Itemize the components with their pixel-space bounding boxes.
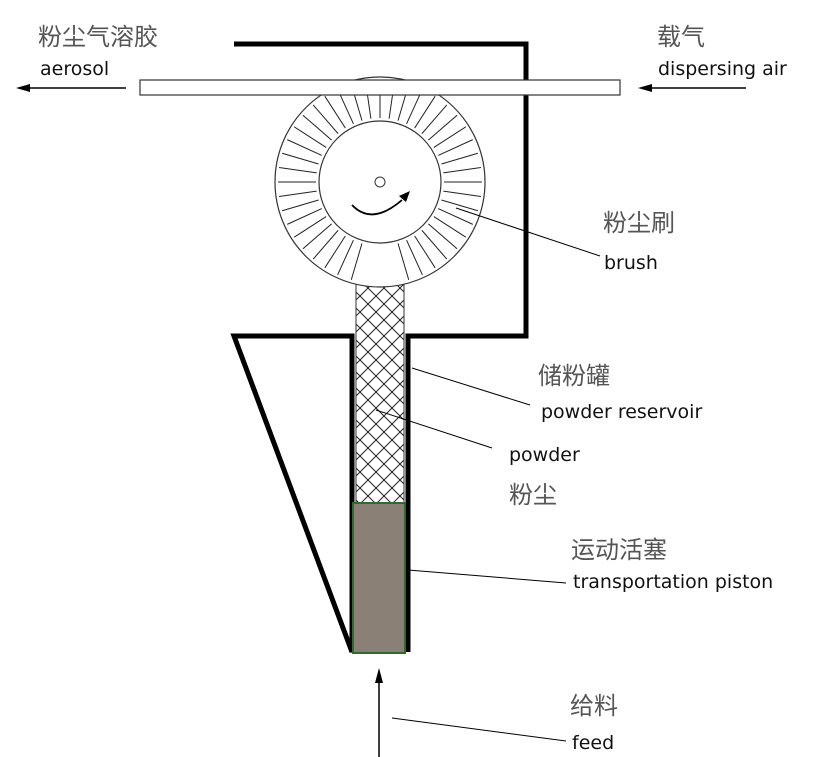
piston-label-cn: 运动活塞 bbox=[571, 536, 667, 564]
bristle bbox=[397, 243, 410, 281]
bristle bbox=[433, 216, 467, 238]
bristle bbox=[324, 95, 346, 129]
bristle bbox=[443, 166, 482, 174]
reservoir-label-en: powder reservoir bbox=[541, 401, 703, 423]
bristle bbox=[281, 199, 319, 212]
rotation-arrowhead-icon bbox=[399, 191, 410, 202]
bristle bbox=[443, 190, 482, 198]
bristle bbox=[406, 240, 423, 275]
air-duct bbox=[139, 79, 621, 96]
bristle bbox=[293, 126, 327, 148]
powder-label-cn: 粉尘 bbox=[509, 481, 557, 509]
powder-column bbox=[355, 283, 405, 504]
dispersing-air-label-en: dispersing air bbox=[658, 58, 787, 80]
brush-axle bbox=[374, 176, 386, 188]
bristle bbox=[428, 223, 458, 250]
feed-leader-line bbox=[391, 717, 567, 742]
dispersing-air-label-cn: 载气 bbox=[657, 23, 705, 51]
powder-label-en: powder bbox=[509, 444, 580, 466]
bristle bbox=[421, 104, 448, 134]
bristle bbox=[438, 139, 473, 156]
bristle bbox=[312, 104, 339, 134]
bristle bbox=[278, 190, 317, 198]
feed-label-en: feed bbox=[572, 732, 615, 754]
powder-leader-line bbox=[375, 409, 493, 449]
aerosol-arrowhead-icon bbox=[16, 84, 30, 92]
aerosol-label-en: aerosol bbox=[40, 58, 110, 80]
piston-leader-line bbox=[407, 569, 567, 584]
feed-label-cn: 给料 bbox=[570, 692, 618, 720]
brush-leader-line bbox=[455, 207, 601, 257]
bristle bbox=[441, 152, 479, 165]
feed-arrowhead-icon bbox=[375, 668, 383, 683]
reservoir-label-cn: 储粉罐 bbox=[538, 362, 610, 390]
piston-label-en: transportation piston bbox=[573, 571, 774, 593]
bristle bbox=[281, 152, 319, 165]
bristle bbox=[433, 126, 467, 148]
bristle bbox=[350, 243, 363, 281]
bristle bbox=[438, 208, 473, 225]
bristle bbox=[421, 230, 448, 260]
rotation-arrow bbox=[351, 199, 403, 216]
bristle bbox=[324, 235, 346, 269]
brush-label-cn: 粉尘刷 bbox=[603, 209, 675, 237]
transportation-piston bbox=[352, 502, 406, 654]
dispersing-air-arrowhead-icon bbox=[638, 84, 652, 92]
bristle bbox=[287, 208, 322, 225]
bristle bbox=[441, 199, 479, 212]
bristle bbox=[337, 240, 354, 275]
bristle bbox=[414, 235, 436, 269]
bristle bbox=[287, 139, 322, 156]
bristle bbox=[302, 223, 332, 250]
aerosol-label-cn: 粉尘气溶胶 bbox=[38, 23, 158, 51]
bristle bbox=[302, 114, 332, 141]
housing-outline bbox=[230, 41, 529, 653]
bristle bbox=[428, 114, 458, 141]
bristle bbox=[293, 216, 327, 238]
reservoir-leader-line bbox=[411, 367, 531, 406]
bristle bbox=[278, 166, 317, 174]
bristle bbox=[312, 230, 339, 260]
brush-label-en: brush bbox=[604, 252, 658, 274]
bristle bbox=[414, 95, 436, 129]
